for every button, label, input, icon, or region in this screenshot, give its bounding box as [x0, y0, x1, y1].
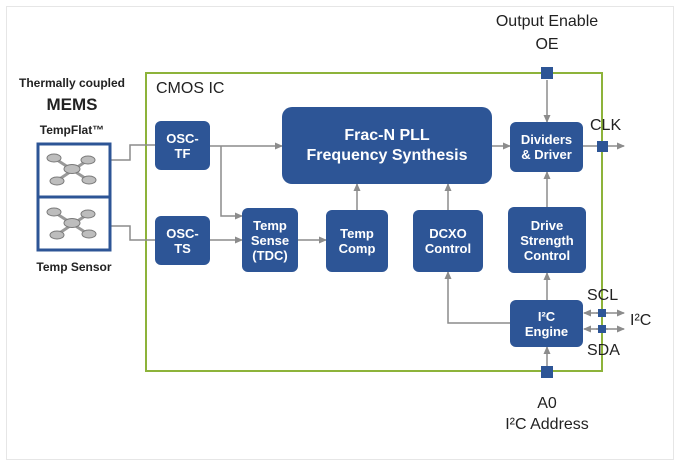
- mems-label: MEMS: [46, 95, 98, 114]
- sda-label: SDA: [587, 342, 620, 359]
- i2c-bus-label: I²C: [630, 312, 652, 329]
- thermally-coupled-label: Thermally coupled: [18, 76, 126, 90]
- oe-label: OE: [535, 36, 559, 53]
- osc-tf-block: OSC-TF: [155, 121, 210, 170]
- mems-resonator-tf-icon: [46, 153, 97, 186]
- ic-pins: [541, 67, 608, 378]
- output-enable-label: Output Enable: [495, 13, 599, 30]
- wire-mems-osc-tf: [110, 144, 155, 161]
- signal-wires: [110, 80, 625, 371]
- pin-clk: [597, 141, 608, 152]
- tempflat-label: TempFlat™: [39, 123, 105, 137]
- pin-scl: [598, 309, 606, 317]
- a0-label: A0: [537, 395, 557, 412]
- mems-resonator-ts-icon: [46, 207, 97, 240]
- figure-frame: [6, 6, 674, 460]
- i2c-address-label: I²C Address: [505, 416, 589, 433]
- cmos-ic-label: CMOS IC: [156, 80, 225, 97]
- temp-sensor-label: Temp Sensor: [36, 260, 112, 274]
- cmos-ic-boundary: [145, 72, 603, 372]
- osc-ts-block: OSC-TS: [155, 216, 210, 265]
- dividers-driver-block: Dividers& Driver: [510, 122, 583, 172]
- wire-mems-osc-ts: [110, 225, 155, 241]
- pin-sda: [598, 325, 606, 333]
- wire-osc-tf-temp-sense: [220, 146, 243, 220]
- mems-package: [36, 142, 112, 252]
- pin-oe: [541, 67, 553, 79]
- clk-label: CLK: [590, 117, 622, 134]
- pin-a0: [541, 366, 553, 378]
- wire-i2c-dcxo: [444, 271, 510, 324]
- scl-label: SCL: [587, 287, 619, 304]
